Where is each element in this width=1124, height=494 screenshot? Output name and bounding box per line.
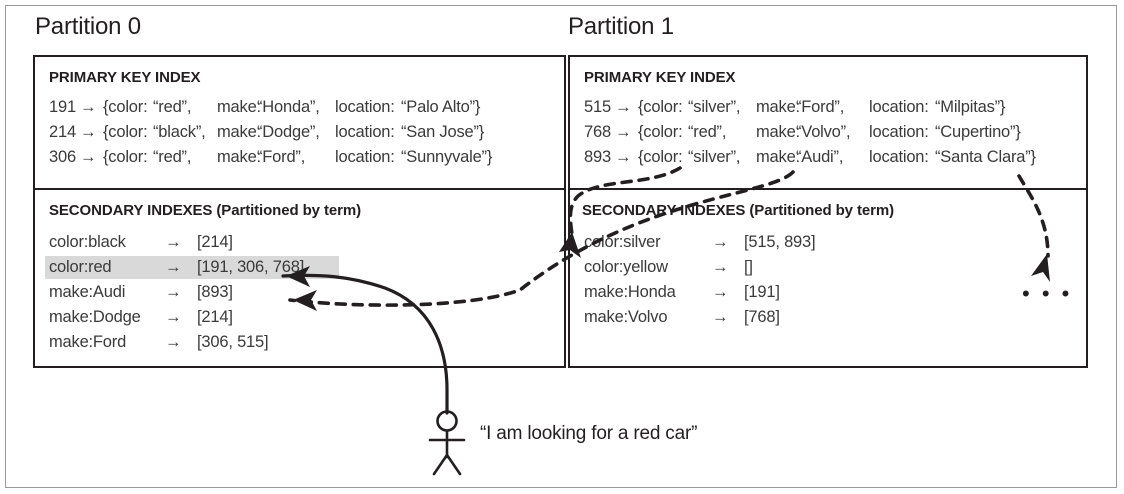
arrow-icon: →	[165, 308, 182, 326]
partition-0-title: Partition 0	[35, 13, 141, 40]
sec-term: color:yellow	[584, 258, 668, 276]
pk-loc: “Milpitas”}	[935, 98, 1006, 116]
user-query-text: “I am looking for a red car”	[480, 423, 698, 444]
pk-loc: “Santa Clara”}	[935, 148, 1036, 166]
pk-make: “Honda”,	[257, 98, 320, 116]
arrow-icon: →	[165, 233, 182, 251]
partition-0-pk-heading: PRIMARY KEY INDEX	[49, 69, 201, 86]
partition-1-sec-heading-rest: (Partitioned by term)	[745, 202, 894, 219]
pk-make: “Ford”,	[796, 98, 845, 116]
pk-loc-label: location:	[869, 148, 929, 166]
pk-loc-label: location:	[335, 123, 395, 141]
partition-1-sec-heading: SECONDARY INDEXES (Partitioned by term)	[582, 202, 894, 219]
partition-1-title: Partition 1	[568, 13, 674, 40]
row-highlight	[45, 256, 339, 279]
partition-0-secondary-indexes: SECONDARY INDEXES (Partitioned by term) …	[35, 190, 564, 366]
arrow-icon: →	[165, 258, 182, 276]
pk-make-label: make:	[756, 123, 800, 141]
pk-open: {color:	[638, 98, 683, 116]
pk-make-label: make:	[217, 123, 261, 141]
pk-make: “Audi”,	[796, 148, 844, 166]
pk-loc-label: location:	[869, 123, 929, 141]
pk-make-label: make:	[217, 98, 261, 116]
pk-make: “Ford”,	[257, 148, 306, 166]
pk-make-label: make:	[756, 148, 800, 166]
arrow-icon: →	[80, 148, 97, 166]
sec-values: [306, 515]	[197, 333, 269, 351]
partition-1-secondary-indexes: SECONDARY INDEXES (Partitioned by term) …	[570, 190, 1086, 366]
arrow-icon: →	[165, 283, 182, 301]
arrow-icon: →	[165, 333, 182, 351]
pk-open: {color:	[103, 98, 148, 116]
pk-key: 515	[584, 98, 611, 116]
pk-color: “red”,	[688, 123, 727, 141]
arrow-icon: →	[80, 98, 97, 116]
pk-key: 191	[49, 98, 76, 116]
pk-key: 768	[584, 123, 611, 141]
sec-term: color:red	[49, 258, 112, 276]
pk-make-label: make:	[756, 98, 800, 116]
pk-color: “red”,	[153, 98, 192, 116]
sec-values: [214]	[197, 308, 233, 326]
partition-0-sec-heading: SECONDARY INDEXES (Partitioned by term)	[49, 202, 361, 219]
ellipsis-indicator: • • •	[1022, 281, 1073, 306]
sec-term: make:Honda	[584, 283, 676, 301]
partition-0-primary-key-index: PRIMARY KEY INDEX 191 → {color: “red”, m…	[35, 57, 564, 188]
sec-values: [893]	[197, 283, 233, 301]
arrow-icon: →	[615, 98, 632, 116]
arrow-icon: →	[80, 123, 97, 141]
pk-color: “silver”,	[688, 148, 741, 166]
pk-loc-label: location:	[335, 98, 395, 116]
sec-values: [768]	[744, 308, 780, 326]
pk-loc: “San Jose”}	[401, 123, 485, 141]
partition-0-sec-heading-bold: SECONDARY INDEXES	[49, 202, 213, 219]
sec-term: make:Ford	[49, 333, 127, 351]
partition-1-pk-heading: PRIMARY KEY INDEX	[584, 69, 736, 86]
partition-1-box: PRIMARY KEY INDEX 515 → {color: “silver”…	[568, 55, 1088, 368]
pk-loc: “Cupertino”}	[935, 123, 1021, 141]
sec-term: color:black	[49, 233, 126, 251]
sec-term: make:Audi	[49, 283, 126, 301]
arrow-icon: →	[712, 308, 729, 326]
pk-open: {color:	[103, 148, 148, 166]
arrow-icon: →	[615, 123, 632, 141]
sec-values: [191]	[744, 283, 780, 301]
partition-1-primary-key-index: PRIMARY KEY INDEX 515 → {color: “silver”…	[570, 57, 1086, 188]
sec-term: make:Volvo	[584, 308, 668, 326]
arrow-icon: →	[712, 233, 729, 251]
pk-key: 306	[49, 148, 76, 166]
sec-values: [214]	[197, 233, 233, 251]
sec-values: [191, 306, 768]	[197, 258, 305, 276]
sec-term: color:silver	[584, 233, 661, 251]
pk-color: “silver”,	[688, 98, 741, 116]
partition-1-section-divider	[570, 188, 1086, 190]
sec-values: [515, 893]	[744, 233, 816, 251]
pk-key: 893	[584, 148, 611, 166]
pk-open: {color:	[638, 123, 683, 141]
pk-key: 214	[49, 123, 76, 141]
pk-loc: “Palo Alto”}	[401, 98, 481, 116]
pk-make: “Volvo”,	[796, 123, 851, 141]
pk-make-label: make:	[217, 148, 261, 166]
pk-loc-label: location:	[335, 148, 395, 166]
partition-0-box: PRIMARY KEY INDEX 191 → {color: “red”, m…	[33, 55, 566, 368]
sec-term: make:Dodge	[49, 308, 141, 326]
sec-values: []	[744, 258, 753, 276]
pk-open: {color:	[103, 123, 148, 141]
arrow-icon: →	[615, 148, 632, 166]
pk-loc: “Sunnyvale”}	[401, 148, 493, 166]
arrow-icon: →	[712, 283, 729, 301]
pk-color: “black”,	[153, 123, 206, 141]
pk-loc-label: location:	[869, 98, 929, 116]
pk-color: “red”,	[153, 148, 192, 166]
partition-0-sec-heading-rest: (Partitioned by term)	[212, 202, 361, 219]
partition-1-sec-heading-bold: SECONDARY INDEXES	[582, 202, 746, 219]
arrow-icon: →	[712, 258, 729, 276]
pk-open: {color:	[638, 148, 683, 166]
pk-make: “Dodge”,	[257, 123, 320, 141]
